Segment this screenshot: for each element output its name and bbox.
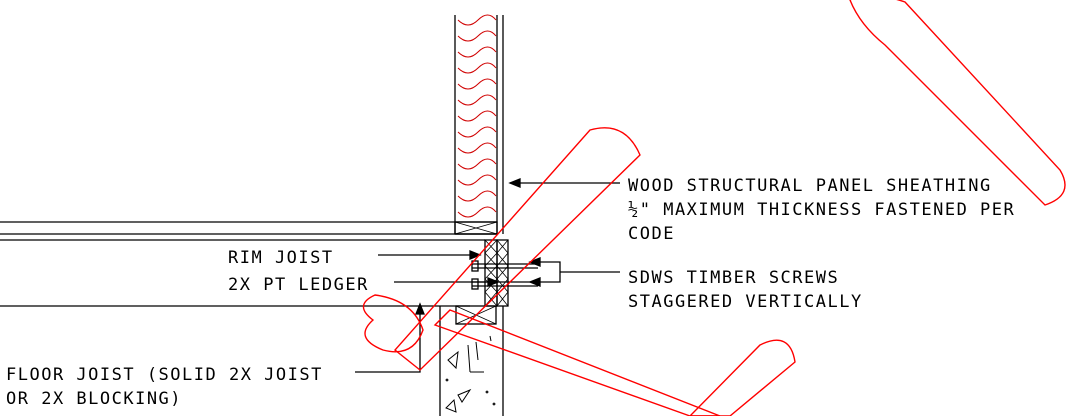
callout-sheathing-line-2: ½" MAXIMUM THICKNESS FASTENED PER — [628, 200, 1015, 220]
revision-cloud — [362, 294, 424, 353]
strike-line-1 — [849, 0, 1066, 206]
callout-labels: WOOD STRUCTURAL PANEL SHEATHING ½" MAXIMU… — [6, 176, 1015, 409]
callout-screws-line-1: SDWS TIMBER SCREWS — [628, 268, 839, 288]
batt-insulation — [457, 14, 497, 218]
redline-markup — [362, 0, 1066, 416]
callout-rim-joist-line-1: RIM JOIST — [228, 248, 334, 268]
strike-line-2 — [393, 127, 641, 371]
callout-sheathing-line-3: CODE — [628, 224, 675, 244]
subfloor-and-joist-lines — [0, 221, 497, 307]
leader-lines — [355, 178, 620, 373]
strike-line-4 — [689, 339, 796, 416]
ledger-board — [496, 239, 509, 307]
callout-ledger-line-1: 2X PT LEDGER — [228, 275, 369, 295]
callout-sheathing-line-1: WOOD STRUCTURAL PANEL SHEATHING — [628, 176, 992, 196]
drawing-linework — [0, 14, 620, 416]
wall-stud — [454, 15, 504, 235]
strike-line-3 — [433, 309, 721, 416]
callout-floor-joist-line-1: FLOOR JOIST (SOLID 2X JOIST — [6, 365, 323, 385]
bottom-plate — [454, 221, 498, 235]
callout-screws-line-2: STAGGERED VERTICALLY — [628, 292, 863, 312]
timber-screws — [471, 260, 538, 290]
callout-floor-joist-line-2: OR 2X BLOCKING) — [6, 389, 182, 409]
concrete-hatch — [445, 335, 496, 413]
